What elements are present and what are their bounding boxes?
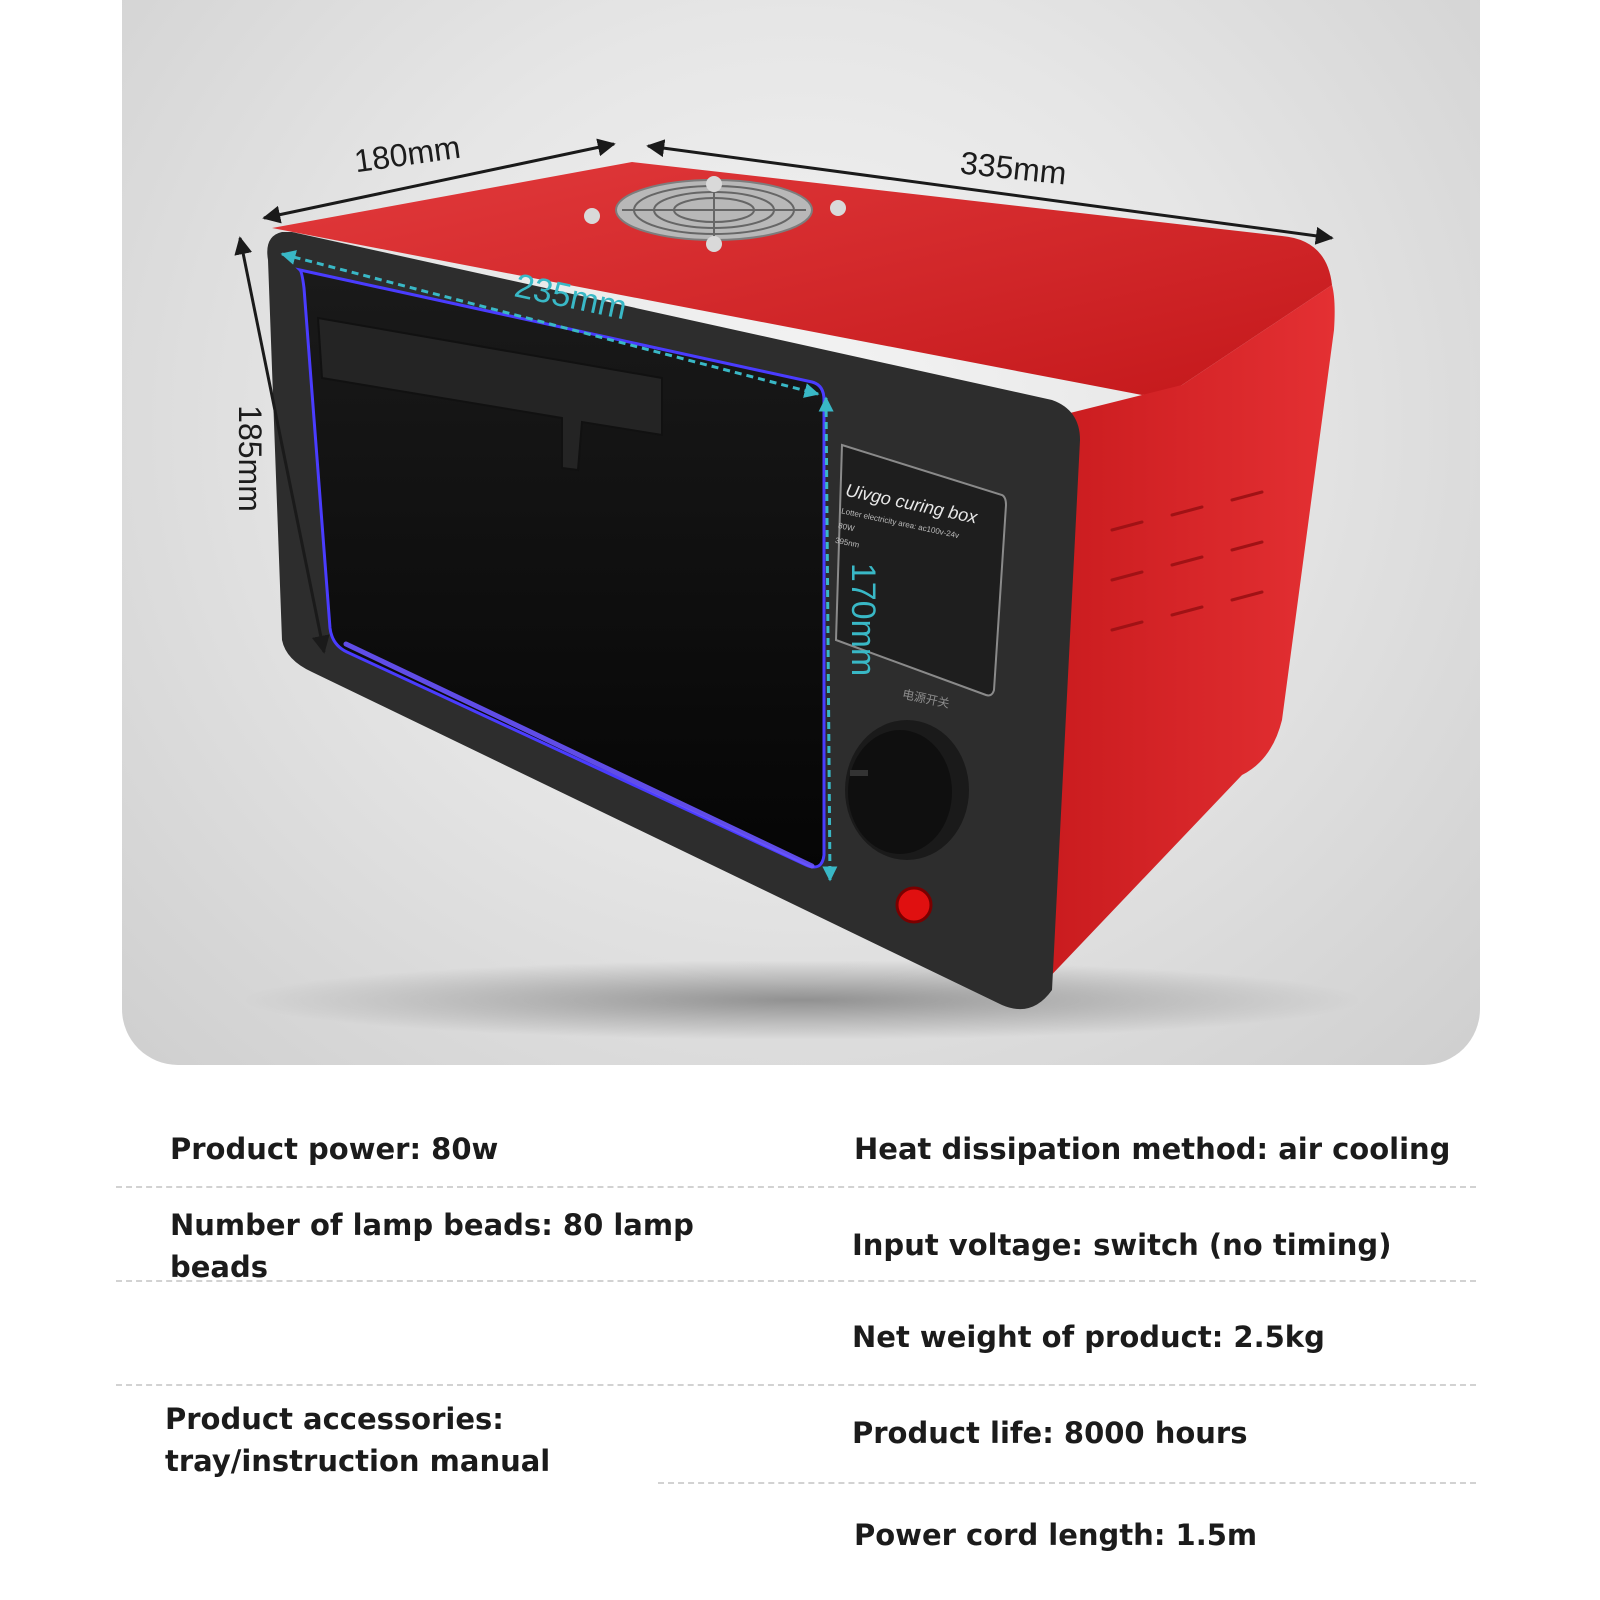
side-vents [1110, 490, 1264, 632]
spec-accessories: Product accessories: tray/instruction ma… [165, 1402, 551, 1478]
spec-lamp-beads: Number of lamp beads: 80 lamp beads [170, 1208, 694, 1284]
spec-power: Product power: 80w [170, 1132, 499, 1166]
spec-cooling: Heat dissipation method: air cooling [854, 1132, 1451, 1166]
spec-weight: Net weight of product: 2.5kg [852, 1320, 1325, 1354]
box-right-side [1042, 285, 1335, 985]
spec-divider [116, 1384, 1476, 1386]
spec-divider [116, 1186, 1476, 1188]
curing-box-illustration [234, 138, 1362, 1040]
indicator-light [895, 886, 933, 924]
product-photo-panel: 180mm 335mm 185mm 235mm 170mm Uivgo curi… [122, 0, 1480, 1065]
uv-glow-strip [343, 641, 815, 869]
inner-height-label: 170mm [844, 562, 883, 677]
spec-voltage: Input voltage: switch (no timing) [852, 1228, 1392, 1262]
spec-cord: Power cord length: 1.5m [854, 1518, 1258, 1552]
inner-dimension-arrows [280, 250, 838, 882]
spec-label-plate [834, 443, 1008, 697]
spec-divider [116, 1280, 1476, 1282]
spec-life: Product life: 8000 hours [852, 1416, 1248, 1450]
outer-height-label: 185mm [231, 405, 268, 512]
dimension-arrows [234, 138, 1334, 654]
spec-divider [658, 1482, 1476, 1484]
floor-shadow [242, 960, 1362, 1040]
timer-knob [845, 720, 969, 860]
